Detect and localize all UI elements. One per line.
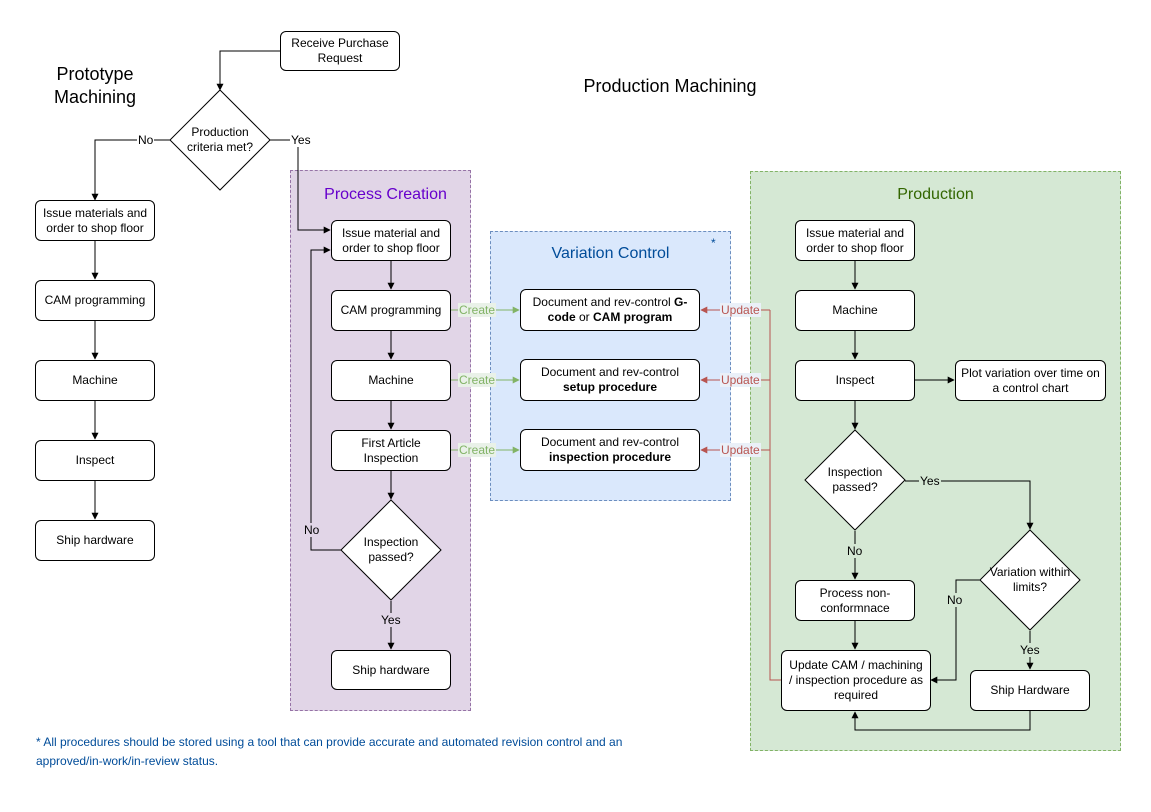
edge-label-pr-within-yes: Yes (1019, 643, 1041, 657)
pr-passed-diamond (804, 429, 906, 531)
edge-label-criteria-no: No (137, 133, 155, 147)
pr-plot-variation-node: Plot variation over time on a control ch… (955, 360, 1106, 401)
edge-label-pr-passed-no: No (846, 544, 864, 558)
edge-label-pc-no: No (303, 523, 321, 537)
process-creation-title: Process Creation (324, 186, 447, 203)
edge-criteria-yes (270, 139, 331, 234)
proto-machine-node: Machine (35, 360, 155, 401)
prototype-machining-title: Prototype Machining (53, 64, 137, 107)
edge-pr-ship-loop (851, 711, 1031, 731)
edge-label-pr-within-no: No (946, 593, 964, 607)
pc-machine-node: Machine (331, 360, 451, 401)
production-machining-title: Production Machining (583, 76, 757, 96)
pr-variation-within-limits-label: Variation within limits? (989, 565, 1071, 594)
vc-inspection-procedure-node: Document and rev-control inspection proc… (520, 429, 700, 471)
receive-purchase-request-node: Receive Purchase Request (280, 31, 400, 71)
pc-ship-hardware-node: Ship hardware (331, 650, 451, 690)
production-title: Production (897, 186, 974, 203)
pr-inspection-passed-label: Inspection passed? (827, 465, 883, 494)
vc-gcode-node: Document and rev-control G-code or CAM p… (520, 289, 700, 331)
edge-receive-to-criteria (216, 50, 280, 91)
edge-update-trunk (769, 310, 781, 681)
edge-label-criteria-yes: Yes (290, 133, 312, 147)
pr-process-nonconformance-node: Process non-conformnace (795, 580, 915, 621)
proto-cam-programming-node: CAM programming (35, 280, 155, 321)
pr-ship-hardware-node: Ship Hardware (970, 670, 1090, 711)
pc-inspection-passed-label: Inspection passed? (363, 535, 419, 564)
edge-pr-within-no (930, 579, 980, 684)
edge-label-create-setup: Create (458, 373, 497, 387)
pc-passed-diamond (340, 499, 442, 601)
pc-cam-programming-node: CAM programming (331, 290, 451, 331)
pr-issue-material-node: Issue material and order to shop floor (795, 220, 915, 261)
criteria-diamond (169, 89, 271, 191)
pc-first-article-inspection-node: First Article Inspection (331, 430, 451, 471)
criteria-label: Production criteria met? (186, 125, 254, 154)
proto-ship-hardware-node: Ship hardware (35, 520, 155, 561)
edge-label-pc-yes: Yes (380, 613, 402, 627)
vc-setup-procedure-node: Document and rev-control setup procedure (520, 359, 700, 401)
proto-inspect-node: Inspect (35, 440, 155, 481)
pr-inspect-node: Inspect (795, 360, 915, 401)
edge-label-update-setup: Update (720, 373, 761, 387)
footnote: * All procedures should be stored using … (36, 735, 623, 768)
pr-update-procedure-node: Update CAM / machining / inspection proc… (781, 650, 931, 711)
edge-label-create-gcode: Create (458, 303, 497, 317)
edge-pc-passed-no (310, 246, 341, 551)
edge-label-update-inspection: Update (720, 443, 761, 457)
edge-criteria-no (91, 139, 170, 201)
edge-pr-passed-yes (905, 480, 1034, 530)
edge-label-update-gcode: Update (720, 303, 761, 317)
variation-control-title: Variation Control (551, 245, 670, 262)
pr-within-diamond (979, 529, 1081, 631)
footnote-marker: * (711, 236, 716, 250)
edge-label-pr-passed-yes: Yes (919, 474, 941, 488)
pr-machine-node: Machine (795, 290, 915, 331)
proto-issue-materials-node: Issue materials and order to shop floor (35, 200, 155, 241)
edge-label-create-inspection: Create (458, 443, 497, 457)
pc-issue-material-node: Issue material and order to shop floor (331, 220, 451, 261)
